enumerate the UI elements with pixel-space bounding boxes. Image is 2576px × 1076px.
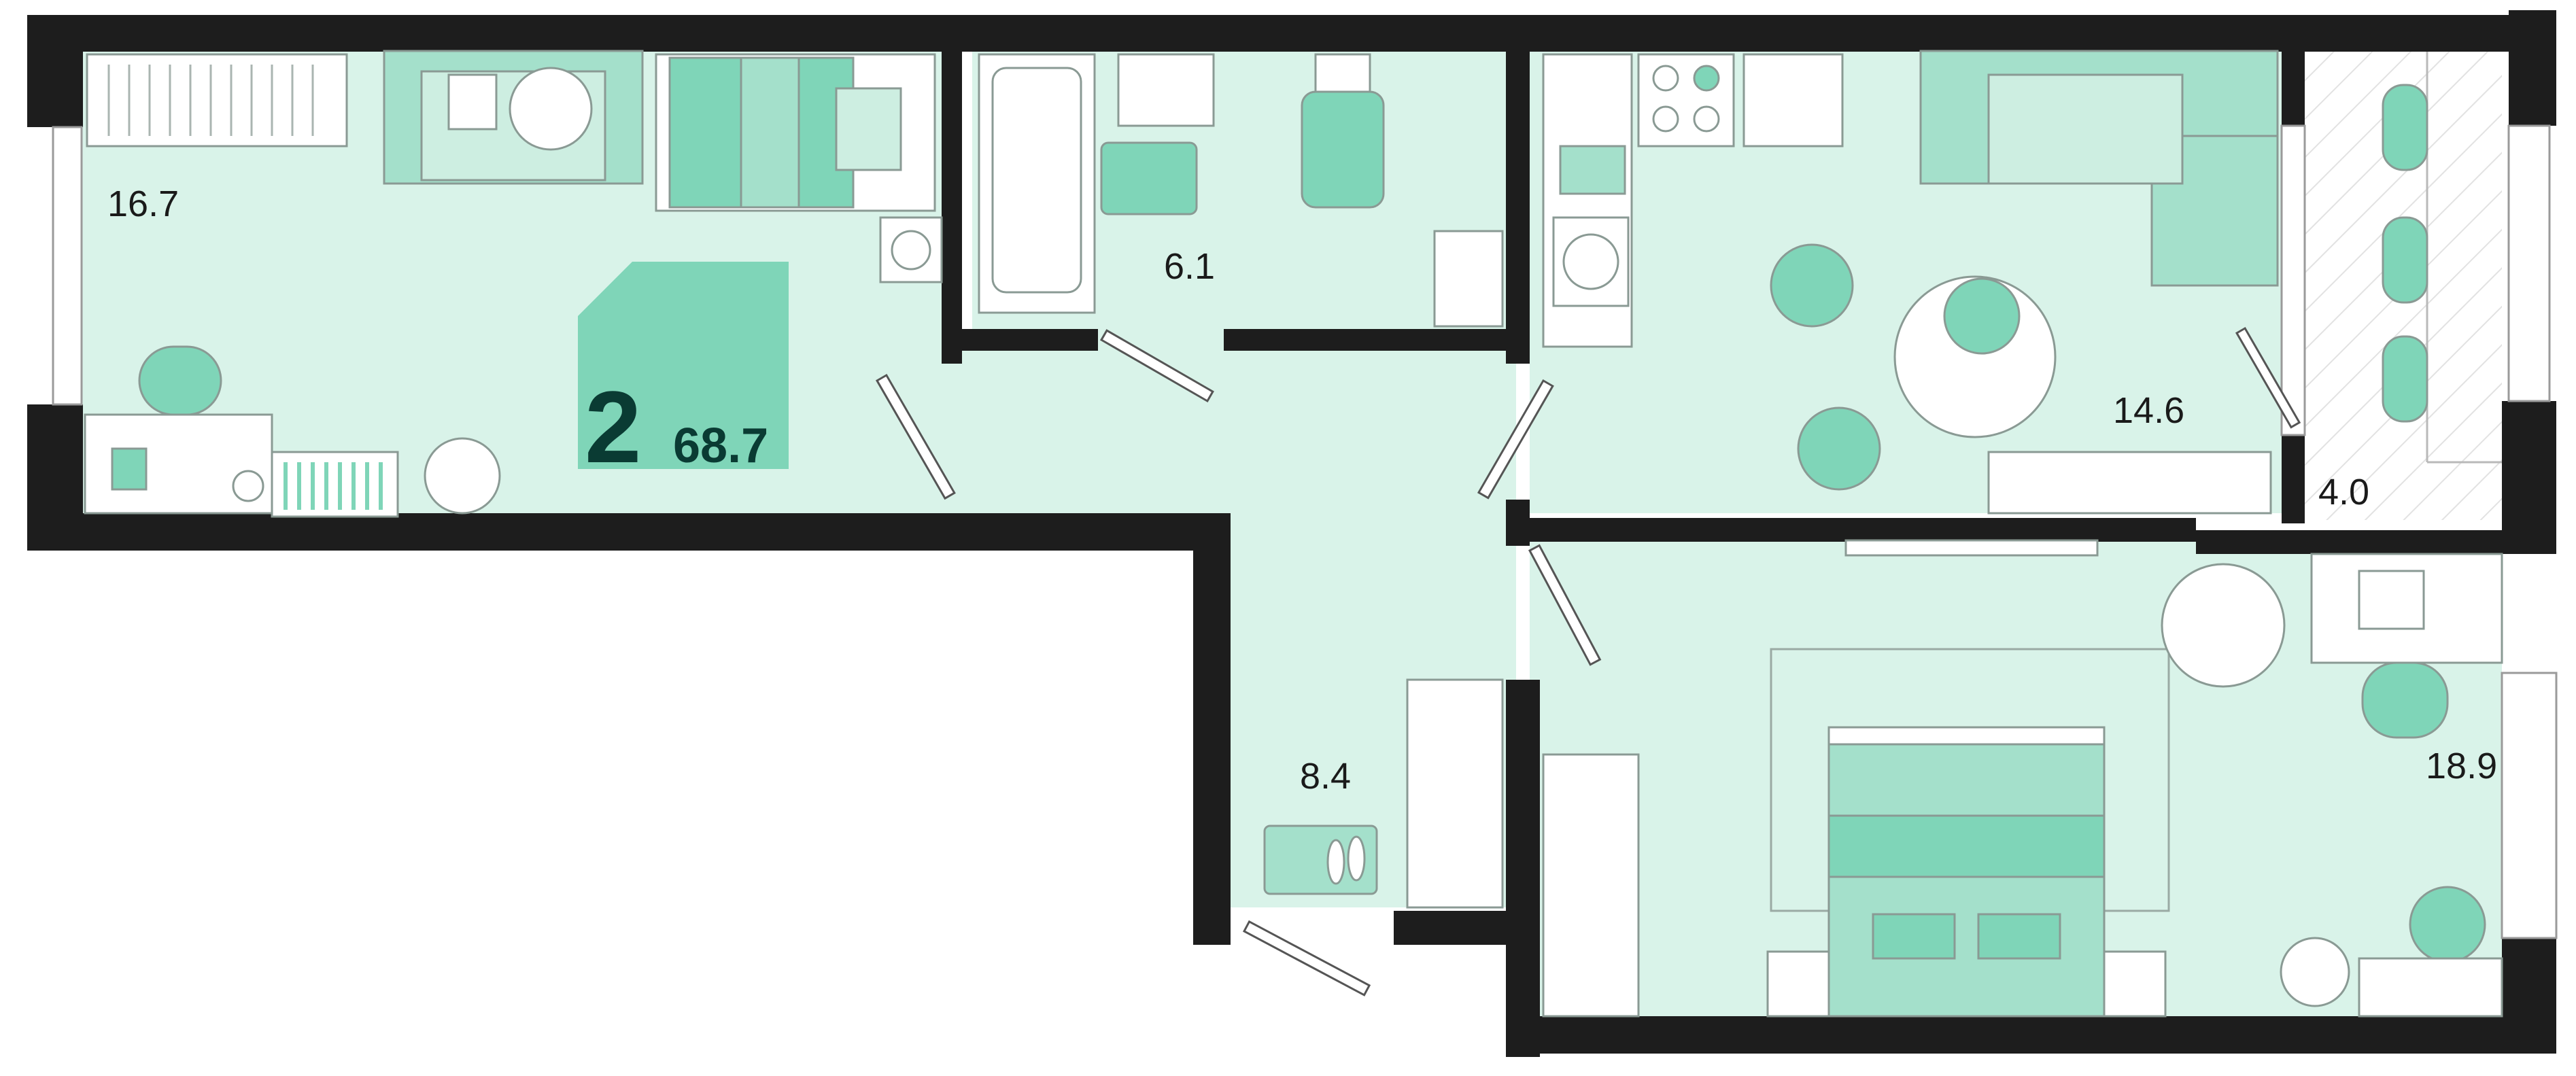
dining-chair bbox=[1770, 243, 1854, 328]
tv-stand bbox=[1987, 451, 2272, 515]
cushion bbox=[447, 73, 498, 131]
palm-plant-icon bbox=[2161, 563, 2286, 688]
window-balcony bbox=[2507, 124, 2551, 402]
sink-bathroom bbox=[1117, 53, 1215, 127]
room-area-balcony: 4.0 bbox=[2318, 472, 2369, 513]
bath-mat bbox=[1100, 141, 1198, 215]
laptop-icon bbox=[2358, 570, 2425, 630]
bedroom-chair bbox=[2361, 661, 2449, 739]
door-kitchen bbox=[1477, 379, 1554, 500]
balcony-chair bbox=[2382, 216, 2428, 304]
windows bbox=[52, 124, 2558, 939]
door-living-room bbox=[875, 373, 956, 500]
dresser bbox=[2358, 957, 2503, 1018]
pouf bbox=[2409, 886, 2486, 963]
toilet bbox=[1301, 90, 1385, 209]
room-area-bedroom: 18.9 bbox=[2426, 746, 2497, 786]
room-labels: 16.7 6.1 14.6 4.0 8.4 18.9 bbox=[107, 184, 2497, 797]
notebook-icon bbox=[111, 447, 148, 491]
furniture bbox=[84, 50, 2503, 1018]
room-area-living-room: 16.7 bbox=[107, 184, 179, 224]
window-bedroom bbox=[2501, 672, 2558, 939]
room-area-hallway: 8.4 bbox=[1300, 756, 1351, 797]
walls bbox=[27, 10, 2556, 1057]
window-living-room bbox=[52, 126, 83, 406]
apartment-badge: 2 68.7 bbox=[578, 262, 789, 484]
slippers-icon bbox=[1326, 835, 1366, 885]
cutting-board bbox=[1559, 145, 1626, 195]
washer-bathroom bbox=[1433, 230, 1504, 328]
chair bbox=[138, 345, 222, 416]
rooms-count: 2 bbox=[585, 370, 641, 484]
door-entrance bbox=[1242, 920, 1371, 996]
corridor-floor bbox=[938, 336, 1516, 513]
bedroom-wardrobe bbox=[1542, 753, 1640, 1018]
stove bbox=[1637, 53, 1735, 147]
balcony-chair bbox=[2382, 335, 2428, 423]
door-balcony bbox=[2235, 326, 2301, 429]
plant-small-icon bbox=[232, 470, 264, 502]
hood bbox=[1742, 53, 1844, 147]
plant-bedroom-icon bbox=[2280, 937, 2350, 1007]
wardrobe-hangers bbox=[107, 65, 314, 136]
door-bathroom bbox=[1099, 329, 1214, 403]
plant-floor-icon bbox=[424, 437, 501, 515]
tv-panel-bedroom bbox=[1844, 539, 2099, 557]
balcony-chair bbox=[2382, 84, 2428, 171]
books bbox=[284, 462, 383, 510]
hallway-wardrobe bbox=[1406, 678, 1504, 909]
plant-icon bbox=[509, 67, 593, 151]
pillow bbox=[1977, 913, 2061, 960]
room-area-bathroom: 6.1 bbox=[1164, 246, 1215, 287]
door-bedroom bbox=[1528, 544, 1602, 666]
nightstand bbox=[1766, 950, 1830, 1018]
total-area: 68.7 bbox=[673, 419, 768, 473]
window-kitchen-balcony bbox=[2280, 124, 2306, 436]
bookshelf bbox=[271, 451, 399, 518]
room-area-kitchen: 14.6 bbox=[2113, 390, 2184, 431]
dining-chair bbox=[1797, 406, 1881, 491]
nightstand bbox=[2103, 950, 2167, 1018]
door-mat bbox=[1263, 825, 1378, 895]
badge-shape bbox=[578, 262, 789, 469]
pillow bbox=[1872, 913, 1956, 960]
doors bbox=[875, 326, 2301, 996]
wardrobe-living-room bbox=[86, 53, 348, 147]
dining-chair bbox=[1943, 277, 2021, 355]
